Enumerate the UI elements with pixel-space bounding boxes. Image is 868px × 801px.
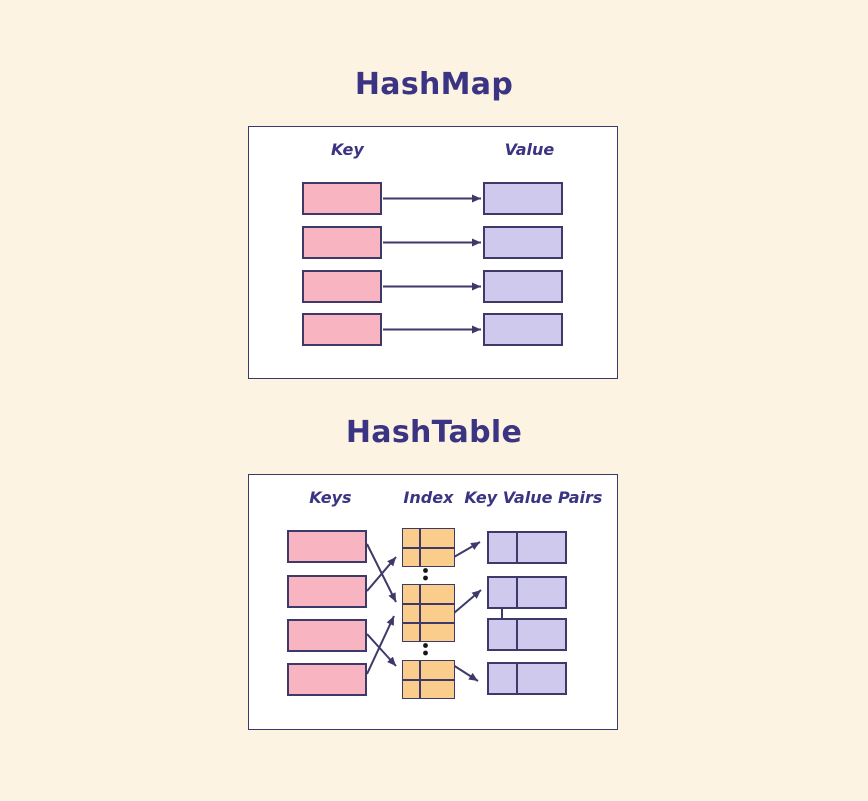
ellipsis-dot bbox=[423, 568, 429, 574]
index-cell bbox=[403, 623, 420, 642]
ellipsis-dot bbox=[423, 576, 429, 581]
index-cell bbox=[420, 585, 455, 604]
pair-key-cell bbox=[489, 664, 519, 694]
index-cell bbox=[420, 661, 455, 680]
pair-value-cell bbox=[518, 533, 565, 562]
index-bucket bbox=[402, 660, 456, 700]
index-to-pair-arrow bbox=[453, 589, 483, 615]
hashmap-panel: Key Value bbox=[248, 126, 618, 379]
ellipsis-dot bbox=[423, 651, 429, 656]
hashtable-diagram: Keys Index Key Value Pairs bbox=[247, 473, 617, 729]
hashtable-pair-box bbox=[487, 576, 568, 610]
hashmap-value-box bbox=[483, 313, 564, 347]
index-cell bbox=[403, 680, 420, 699]
index-to-pair-arrow bbox=[452, 664, 479, 683]
hashmap-value-header: Value bbox=[504, 140, 555, 160]
hashmap-key-header: Key bbox=[331, 140, 364, 160]
index-cell bbox=[403, 585, 420, 604]
pair-key-cell bbox=[489, 533, 519, 563]
hashtable-index-header: Index bbox=[403, 488, 454, 508]
index-cell bbox=[403, 661, 420, 680]
hashtable-key-box bbox=[287, 619, 368, 653]
hashmap-key-box bbox=[302, 182, 383, 216]
pair-key-cell bbox=[489, 620, 519, 650]
hashtable-pair-box bbox=[487, 618, 568, 652]
key-to-index-arrow bbox=[366, 556, 398, 593]
hashtable-key-box bbox=[287, 530, 368, 564]
pair-key-cell bbox=[489, 578, 519, 608]
index-cell bbox=[403, 604, 420, 623]
hashtable-keys-header: Keys bbox=[309, 488, 352, 508]
hashmap-title: HashMap bbox=[354, 67, 514, 102]
hashtable-title: HashTable bbox=[345, 415, 523, 450]
hashmap-value-box bbox=[483, 226, 564, 260]
key-to-index-arrow bbox=[366, 615, 396, 675]
hashmap-value-box bbox=[483, 182, 564, 216]
pair-value-cell bbox=[518, 578, 565, 607]
index-cell bbox=[420, 623, 455, 642]
hashtable-pair-box bbox=[487, 531, 568, 565]
index-cell bbox=[420, 604, 455, 623]
hashmap-diagram: Key Value bbox=[247, 125, 617, 378]
hashtable-panel: Keys Index Key Value Pairs bbox=[248, 474, 618, 730]
key-to-index-arrow bbox=[366, 633, 398, 668]
index-cell bbox=[403, 529, 420, 548]
index-cell bbox=[403, 548, 420, 567]
hashmap-key-box bbox=[302, 313, 383, 347]
hashtable-pairs-header: Key Value Pairs bbox=[464, 488, 603, 508]
index-cell bbox=[420, 548, 455, 567]
pair-value-cell bbox=[518, 620, 565, 649]
index-bucket bbox=[402, 528, 456, 568]
hashmap-key-box bbox=[302, 270, 383, 304]
hashmap-key-box bbox=[302, 226, 383, 260]
pair-value-cell bbox=[518, 664, 565, 693]
index-bucket bbox=[402, 584, 456, 643]
ellipsis-dot bbox=[423, 643, 429, 649]
index-to-pair-arrow bbox=[453, 541, 481, 559]
index-cell bbox=[420, 529, 455, 548]
key-to-index-arrow bbox=[366, 543, 398, 603]
hashtable-pair-box bbox=[487, 662, 568, 696]
hashmap-value-box bbox=[483, 270, 564, 304]
hashtable-key-box bbox=[287, 575, 368, 609]
hashtable-key-box bbox=[287, 663, 368, 697]
index-cell bbox=[420, 680, 455, 699]
